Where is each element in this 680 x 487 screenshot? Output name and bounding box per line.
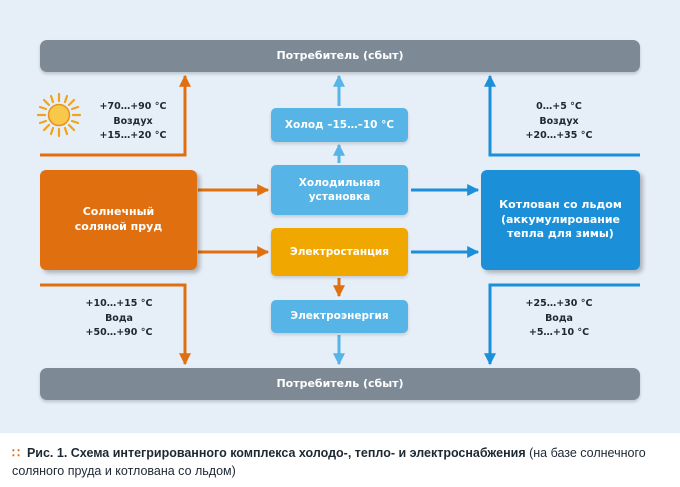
label-bottom-right-line3: +5…+10 °C <box>528 327 590 339</box>
label-top-right-line2: Воздух <box>539 115 579 127</box>
solar-pond-label: Солнечный соляной пруд <box>74 205 163 233</box>
consumer-bottom-bar: Потребитель (сбыт) <box>40 368 640 400</box>
label-bottom-left-line3: +50…+90 °C <box>85 327 153 339</box>
electricity-box: Электроэнергия <box>271 300 408 333</box>
sun-icon <box>36 92 82 138</box>
power-plant-label: Электростанция <box>290 245 389 258</box>
label-top-left-line3: +15…+20 °C <box>99 130 167 142</box>
label-bottom-left: +10…+15 °C Вода +50…+90 °C <box>72 297 166 341</box>
consumer-bottom-label: Потребитель (сбыт) <box>276 376 404 390</box>
label-top-right-line1: 0…+5 °C <box>536 101 582 112</box>
caption-text: (на базе солнечного соляного пруда и кот… <box>12 446 646 479</box>
label-top-right-line3: +20…+35 °C <box>525 130 593 142</box>
consumer-top-bar: Потребитель (сбыт) <box>40 40 640 72</box>
ice-pit-box: Котлован со льдом (аккумулирование тепла… <box>481 170 640 270</box>
label-bottom-left-line2: Вода <box>105 312 133 324</box>
power-plant-box: Электростанция <box>271 228 408 276</box>
arrow-solar-air-out <box>40 74 191 157</box>
caption-title: Рис. 1. Схема интегрированного комплекса… <box>26 446 526 460</box>
cold-box: Холод –15…–10 °C <box>271 108 408 142</box>
flow-arrows <box>40 74 640 366</box>
label-bottom-right-line2: Вода <box>545 312 573 324</box>
label-bottom-right-line1: +25…+30 °C <box>525 298 593 309</box>
label-top-left-line2: Воздух <box>113 115 153 127</box>
label-top-right: 0…+5 °C Воздух +20…+35 °C <box>512 100 606 144</box>
arrow-solar-water-out <box>40 283 191 366</box>
figure-caption: ∷ Рис. 1. Схема интегрированного комплекс… <box>12 444 672 480</box>
electricity-label: Электроэнергия <box>290 310 389 323</box>
cold-label: Холод –15…–10 °C <box>284 118 395 131</box>
label-top-left-line1: +70…+90 °C <box>99 101 167 112</box>
solar-pond-box: Солнечный соляной пруд <box>40 170 197 270</box>
consumer-top-label: Потребитель (сбыт) <box>276 48 404 62</box>
arrow-ice-air-out <box>484 74 640 157</box>
label-top-left: +70…+90 °C Воздух +15…+20 °C <box>86 100 180 144</box>
label-bottom-left-line1: +10…+15 °C <box>85 298 153 309</box>
arrow-ice-water-out <box>484 283 640 366</box>
refrigeration-label: Холодильная установка <box>298 176 381 203</box>
refrigeration-box: Холодильная установка <box>271 165 408 215</box>
label-bottom-right: +25…+30 °C Вода +5…+10 °C <box>512 297 606 341</box>
dots-icon: ∷ <box>12 446 21 460</box>
ice-pit-label: Котлован со льдом (аккумулирование тепла… <box>499 197 622 241</box>
